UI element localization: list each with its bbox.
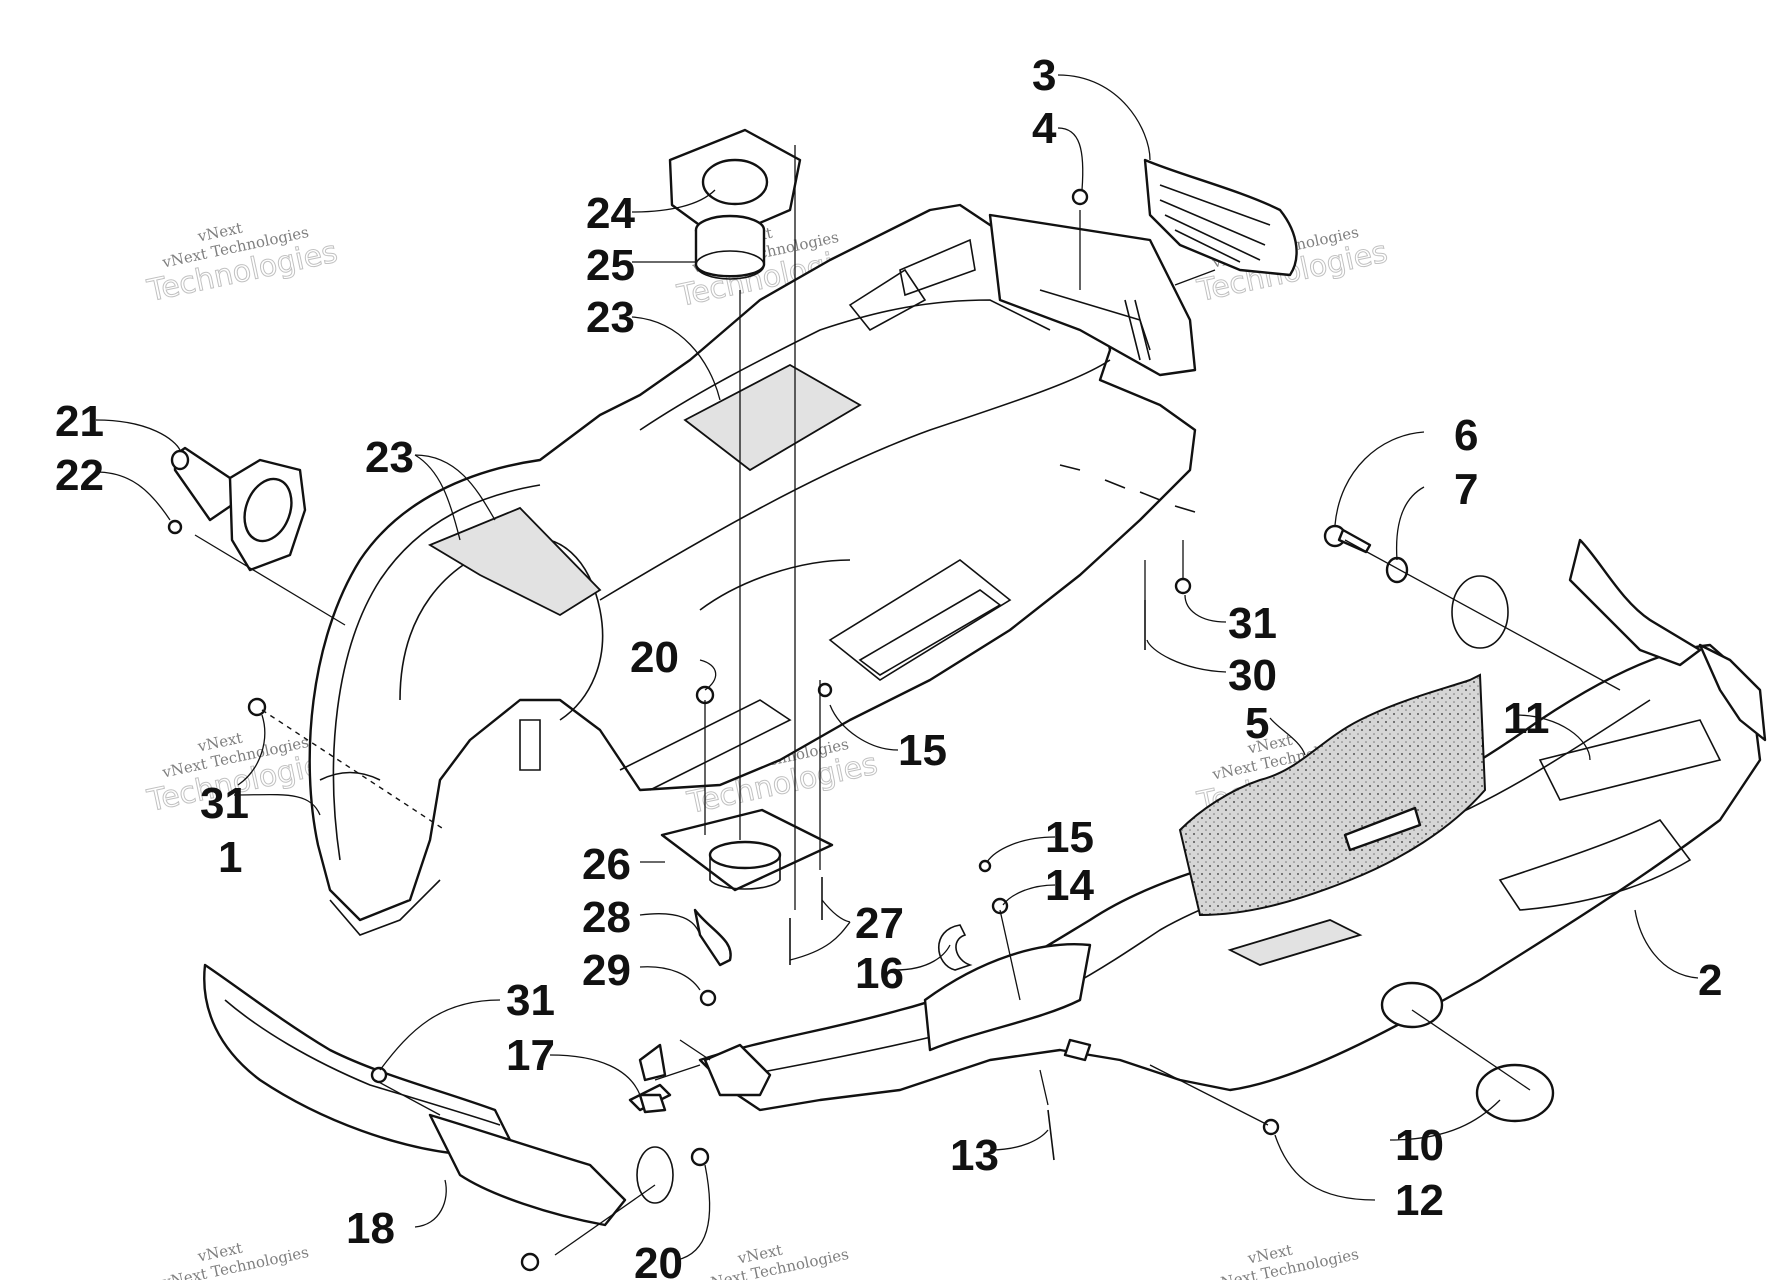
callout-15: 15 xyxy=(898,726,947,775)
foam-panel xyxy=(1178,673,1487,917)
callout-30: 30 xyxy=(1228,651,1277,700)
callout-5: 5 xyxy=(1245,699,1269,748)
callout-2: 2 xyxy=(1698,956,1722,1005)
callout-12: 12 xyxy=(1395,1176,1444,1225)
callout-1: 1 xyxy=(218,833,242,882)
callout-13: 13 xyxy=(950,1131,999,1180)
callout-18: 18 xyxy=(346,1204,395,1253)
callout-20: 20 xyxy=(630,633,679,682)
callout-28: 28 xyxy=(582,893,631,942)
callout-16: 16 xyxy=(855,949,904,998)
assembly-lines xyxy=(194,145,1621,1256)
duct-boot xyxy=(170,446,307,572)
flange-set xyxy=(660,128,834,1007)
callout-26: 26 xyxy=(582,840,631,889)
callout-27: 27 xyxy=(855,899,904,948)
callout-leaders xyxy=(95,74,1699,1261)
callout-21: 21 xyxy=(55,397,104,446)
decal xyxy=(1227,919,1363,966)
callout-15: 15 xyxy=(1045,813,1094,862)
belly-pan xyxy=(308,203,1197,936)
callout-20: 20 xyxy=(634,1239,683,1280)
callout-22: 22 xyxy=(55,451,104,500)
callout-23: 23 xyxy=(586,293,635,342)
decal xyxy=(683,363,862,472)
callout-23: 23 xyxy=(365,433,414,482)
front-spoiler xyxy=(203,963,710,1272)
callout-7: 7 xyxy=(1454,465,1478,514)
watermark: vNext vNext Technologies Technologies xyxy=(143,219,341,310)
callout-14: 14 xyxy=(1045,861,1094,910)
callout-3: 3 xyxy=(1032,51,1056,100)
callout-25: 25 xyxy=(586,241,635,290)
callout-29: 29 xyxy=(582,946,631,995)
watermark: vNext vNext Technologies xyxy=(160,1239,310,1280)
callout-10: 10 xyxy=(1395,1121,1444,1170)
decal xyxy=(427,506,602,617)
callout-31: 31 xyxy=(1228,599,1277,648)
callout-31: 31 xyxy=(200,779,249,828)
callout-24: 24 xyxy=(586,189,635,238)
callout-11: 11 xyxy=(1503,694,1550,743)
watermark: vNext vNext Technologies xyxy=(1210,1241,1360,1280)
callout-31: 31 xyxy=(506,976,555,1025)
watermark: vNext vNext Technologies xyxy=(700,1241,850,1280)
callout-17: 17 xyxy=(506,1031,555,1080)
hardware xyxy=(167,188,1509,1161)
callout-labels: 3 4 24 25 23 21 22 23 6 7 31 30 20 15 5 … xyxy=(55,51,1722,1280)
callout-4: 4 xyxy=(1032,104,1057,153)
side-vent-grille xyxy=(988,158,1298,377)
callout-6: 6 xyxy=(1454,411,1478,460)
